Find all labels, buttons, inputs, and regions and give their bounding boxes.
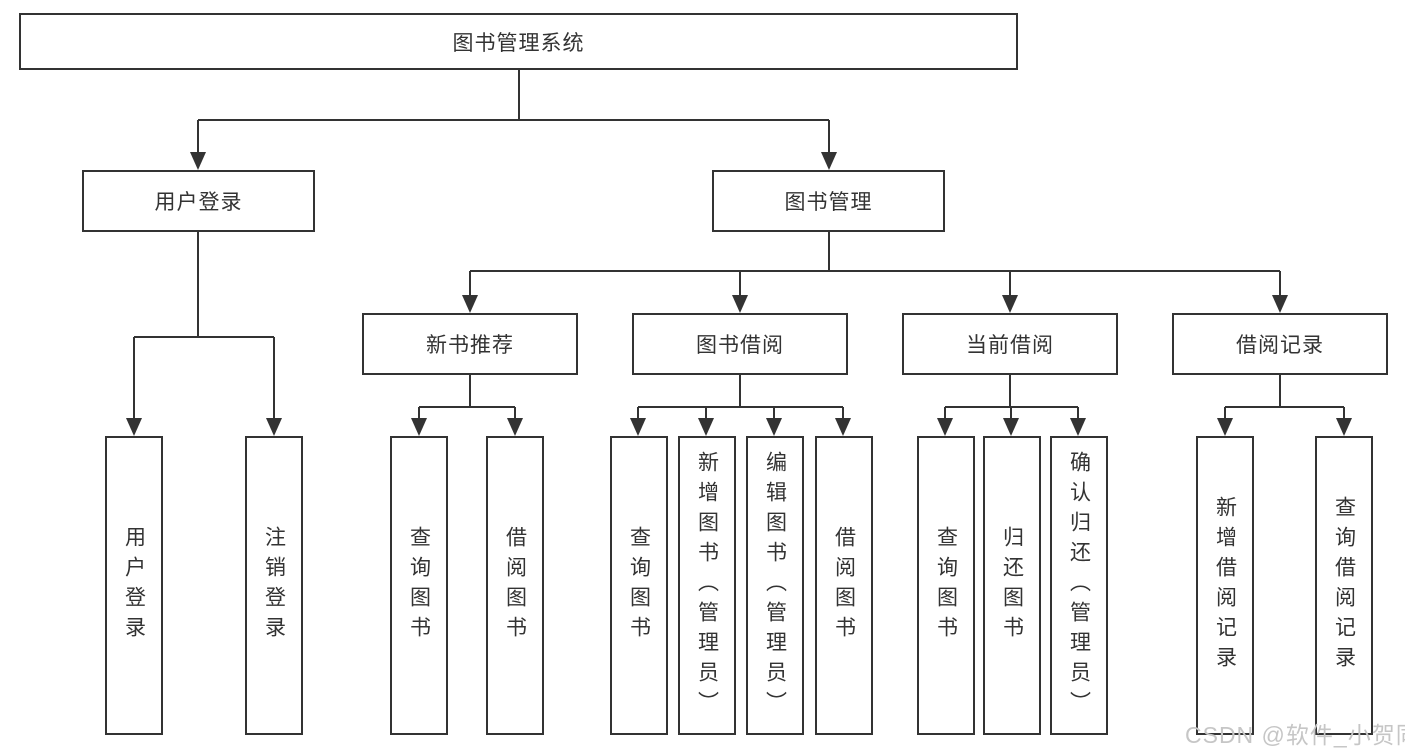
arrowhead-down-icon — [732, 295, 748, 313]
leaf-edit-books-admin: 编辑图书（管理员） — [746, 436, 804, 735]
arrowhead-down-icon — [190, 152, 206, 170]
arrowhead-down-icon — [1336, 418, 1352, 436]
arrowhead-down-icon — [126, 418, 142, 436]
leaf-query-books-borrow: 查询图书 — [610, 436, 668, 735]
arrowhead-down-icon — [821, 152, 837, 170]
connector-borrow-records-to-leaves — [1224, 375, 1345, 419]
arrowhead-down-icon — [937, 418, 953, 436]
node-current-borrowing: 当前借阅 — [902, 313, 1118, 375]
leaf-confirm-return-admin: 确认归还（管理员） — [1050, 436, 1108, 735]
connector-line — [418, 375, 516, 419]
leaf-query-books-recommend: 查询图书 — [390, 436, 448, 735]
arrowhead-down-icon — [462, 295, 478, 313]
connector-book-borrow-to-leaves — [637, 375, 844, 419]
connector-root-to-level1 — [197, 70, 830, 153]
arrowhead-down-icon — [1217, 418, 1233, 436]
arrowhead-down-icon — [411, 418, 427, 436]
arrowhead-down-icon — [266, 418, 282, 436]
node-user-login: 用户登录 — [82, 170, 315, 232]
node-book-management: 图书管理 — [712, 170, 945, 232]
leaf-query-books-current: 查询图书 — [917, 436, 975, 735]
connector-line — [197, 70, 830, 153]
leaf-borrow-books: 借阅图书 — [815, 436, 873, 735]
connector-new-book-to-leaves — [418, 375, 516, 419]
arrowheads — [126, 152, 1352, 436]
node-library-management-system: 图书管理系统 — [19, 13, 1018, 70]
arrowhead-down-icon — [766, 418, 782, 436]
leaf-query-borrow-record: 查询借阅记录 — [1315, 436, 1373, 735]
node-book-borrowing: 图书借阅 — [632, 313, 848, 375]
connector-line — [133, 232, 275, 419]
leaf-borrow-books-recommend: 借阅图书 — [486, 436, 544, 735]
csdn-watermark: CSDN @软件_小贺同学 — [1185, 722, 1405, 748]
arrowhead-down-icon — [1003, 418, 1019, 436]
connector-line — [637, 375, 844, 419]
arrowhead-down-icon — [1272, 295, 1288, 313]
arrowhead-down-icon — [1002, 295, 1018, 313]
connector-line — [1224, 375, 1345, 419]
leaf-logout: 注销登录 — [245, 436, 303, 735]
arrowhead-down-icon — [698, 418, 714, 436]
leaf-add-books-admin: 新增图书（管理员） — [678, 436, 736, 735]
node-borrowing-records: 借阅记录 — [1172, 313, 1388, 375]
arrowhead-down-icon — [630, 418, 646, 436]
connector-line — [469, 232, 1281, 296]
arrowhead-down-icon — [1070, 418, 1086, 436]
connector-book-mgmt-to-level2 — [469, 232, 1281, 296]
leaf-user-login: 用户登录 — [105, 436, 163, 735]
leaf-return-books: 归还图书 — [983, 436, 1041, 735]
connector-line — [944, 375, 1079, 419]
connector-user-login-to-leaves — [133, 232, 275, 419]
connector-current-borrow-to-leaves — [944, 375, 1079, 419]
arrowhead-down-icon — [835, 418, 851, 436]
arrowhead-down-icon — [507, 418, 523, 436]
node-new-book-recommendation: 新书推荐 — [362, 313, 578, 375]
leaf-add-borrow-record: 新增借阅记录 — [1196, 436, 1254, 735]
